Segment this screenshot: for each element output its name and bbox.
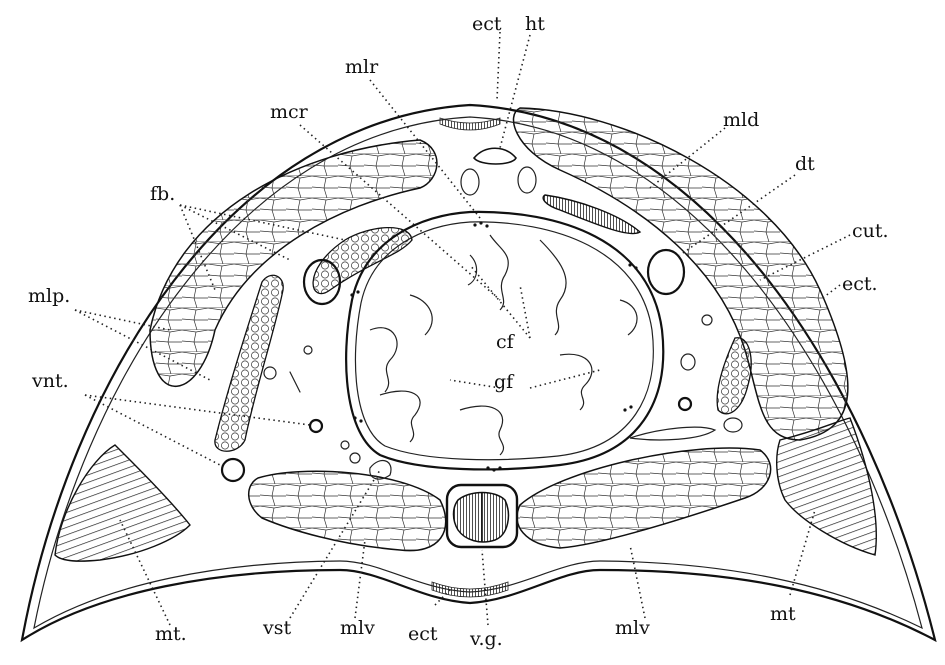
label-ect-bottom: ect: [408, 623, 438, 645]
label-mlv-left: mlv: [340, 617, 375, 639]
label-mt-right: mt: [770, 603, 796, 625]
muscle-right-ventral: [517, 448, 771, 548]
label-cf: cf: [496, 331, 516, 353]
label-mlv-right: mlv: [615, 617, 650, 639]
small-cell-b: [341, 441, 349, 449]
label-mt-left: mt.: [155, 623, 187, 645]
pericardial-cell-left: [461, 169, 479, 195]
ectoderm-top: [440, 118, 500, 130]
muscle-left-dorsal: [150, 140, 437, 386]
lateral-trunk-right: [648, 250, 684, 294]
small-cell-e: [702, 315, 712, 325]
gut-periphery-dots: [350, 221, 637, 471]
vessel-right-mid: [681, 354, 695, 370]
ventral-tube-right: [630, 427, 715, 440]
ventral-ganglion: [454, 493, 509, 542]
label-mcr: mcr: [270, 101, 309, 123]
vessel-right-lower: [724, 418, 742, 432]
transverse-muscle-left: [55, 445, 190, 561]
label-ect-top: ect: [472, 13, 502, 35]
label-vg: v.g.: [469, 628, 503, 650]
label-gf: gf: [494, 371, 515, 393]
label-vst: vst: [262, 617, 291, 639]
small-cell-c: [350, 453, 360, 463]
ventral-trunk-left: [222, 459, 244, 481]
label-ect-right: ect.: [842, 273, 878, 295]
ectoderm-bottom: [432, 582, 508, 597]
label-mlp: mlp.: [28, 285, 70, 307]
label-fb: fb.: [150, 183, 175, 205]
label-vnt: vnt.: [31, 370, 69, 392]
label-cut: cut.: [852, 220, 889, 242]
heart: [474, 148, 516, 164]
small-cell-d: [304, 346, 312, 354]
small-vessel-left: [310, 420, 322, 432]
muscle-left-ventral: [249, 471, 446, 550]
small-vessel-right: [679, 398, 691, 410]
fat-body-right-strand: [717, 338, 751, 414]
transverse-muscle-right: [777, 418, 877, 555]
small-cell-a: [264, 367, 276, 379]
small-duct-left: [290, 372, 300, 392]
label-mlr: mlr: [345, 56, 379, 78]
label-mld: mld: [723, 109, 759, 131]
label-ht: ht: [525, 13, 545, 35]
pericardial-cell-right: [518, 167, 536, 193]
label-dt: dt: [795, 153, 815, 175]
